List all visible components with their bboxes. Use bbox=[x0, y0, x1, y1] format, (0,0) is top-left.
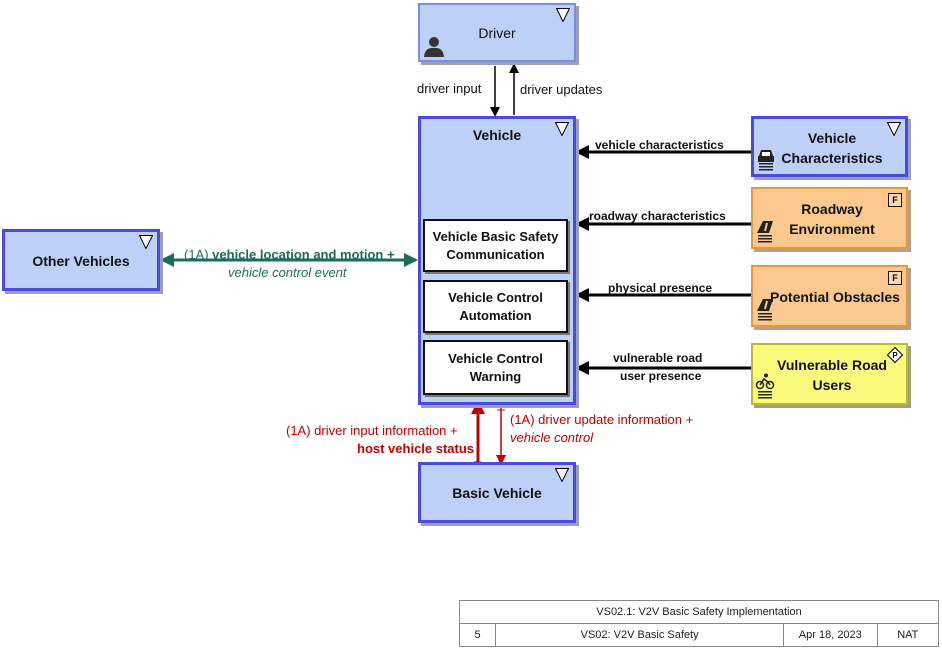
vehicle-characteristics-label: vehicle characteristics bbox=[595, 138, 724, 152]
tag-f-icon: F bbox=[888, 193, 902, 207]
roadway-environment-node[interactable]: Roadway Environment F bbox=[751, 187, 908, 249]
cyclist-icon bbox=[755, 373, 775, 399]
basic-vehicle-node[interactable]: Basic Vehicle bbox=[418, 462, 576, 523]
driver-update-information-label: (1A) driver update information + bbox=[510, 412, 694, 427]
v2v-main: vehicle location and motion + bbox=[212, 247, 395, 262]
vulnerable-road-users-title: Vulnerable Road Users bbox=[777, 357, 887, 393]
basic-vehicle-title: Basic Vehicle bbox=[452, 485, 542, 501]
vehicle-characteristics-title: Vehicle Characteristics bbox=[781, 130, 883, 166]
road-icon bbox=[757, 299, 773, 321]
tag-v-icon bbox=[556, 8, 570, 22]
driver-node[interactable]: Driver bbox=[418, 3, 576, 62]
title-block-date: Apr 18, 2023 bbox=[783, 623, 878, 647]
potential-obstacles-node[interactable]: Potential Obstacles F bbox=[751, 265, 908, 327]
vehicle-control-automation[interactable]: Vehicle Control Automation bbox=[423, 280, 568, 333]
title-block-title: VS02.1: V2V Basic Safety Implementation bbox=[459, 600, 939, 624]
road-icon bbox=[757, 221, 773, 243]
person-icon bbox=[424, 37, 444, 57]
tag-v-icon bbox=[139, 235, 153, 249]
vulnerable-road-label-line2: user presence bbox=[620, 369, 702, 383]
title-block-status: NAT bbox=[876, 623, 940, 647]
v2v-sub-label: vehicle control event bbox=[228, 265, 347, 280]
title-block-number: 5 bbox=[458, 623, 497, 647]
car-icon bbox=[758, 150, 774, 171]
vehicle-characteristics-node[interactable]: Vehicle Characteristics bbox=[751, 116, 908, 177]
vehicle-title: Vehicle bbox=[472, 127, 522, 143]
tag-v-icon bbox=[555, 468, 569, 482]
vehicle-control-label: vehicle control bbox=[510, 430, 594, 445]
title-block-name: VS02: V2V Basic Safety bbox=[495, 623, 785, 647]
driver-input-label: driver input bbox=[417, 81, 482, 96]
v2v-flow-label: (1A) vehicle location and motion + bbox=[184, 247, 395, 262]
tag-f-icon: F bbox=[888, 271, 902, 285]
vehicle-control-warning[interactable]: Vehicle Control Warning bbox=[423, 340, 568, 395]
physical-presence-label: physical presence bbox=[608, 281, 713, 295]
driver-input-information-label: (1A) driver input information + bbox=[286, 423, 458, 438]
vulnerable-road-label-line1: vulnerable road bbox=[613, 351, 703, 365]
tag-v-icon bbox=[555, 122, 569, 136]
other-vehicles-title: Other Vehicles bbox=[32, 253, 130, 269]
host-vehicle-status-label: host vehicle status bbox=[357, 441, 475, 456]
driver-updates-label: driver updates bbox=[520, 82, 603, 97]
driver-title: Driver bbox=[478, 25, 516, 41]
v2v-prefix: (1A) bbox=[184, 247, 213, 262]
vehicle-basic-safety-communication[interactable]: Vehicle Basic Safety Communication bbox=[423, 219, 568, 272]
tag-v-icon bbox=[887, 122, 901, 136]
vulnerable-road-users-node[interactable]: Vulnerable Road Users P bbox=[751, 343, 908, 405]
other-vehicles-node[interactable]: Other Vehicles bbox=[2, 229, 160, 291]
roadway-characteristics-label: roadway characteristics bbox=[589, 209, 726, 223]
tag-p-text: P bbox=[892, 351, 898, 360]
title-block: VS02.1: V2V Basic Safety Implementation … bbox=[458, 600, 940, 647]
roadway-environment-title: Roadway Environment bbox=[789, 201, 875, 237]
potential-obstacles-title: Potential Obstacles bbox=[770, 289, 900, 305]
tag-p-icon: P bbox=[887, 347, 903, 363]
